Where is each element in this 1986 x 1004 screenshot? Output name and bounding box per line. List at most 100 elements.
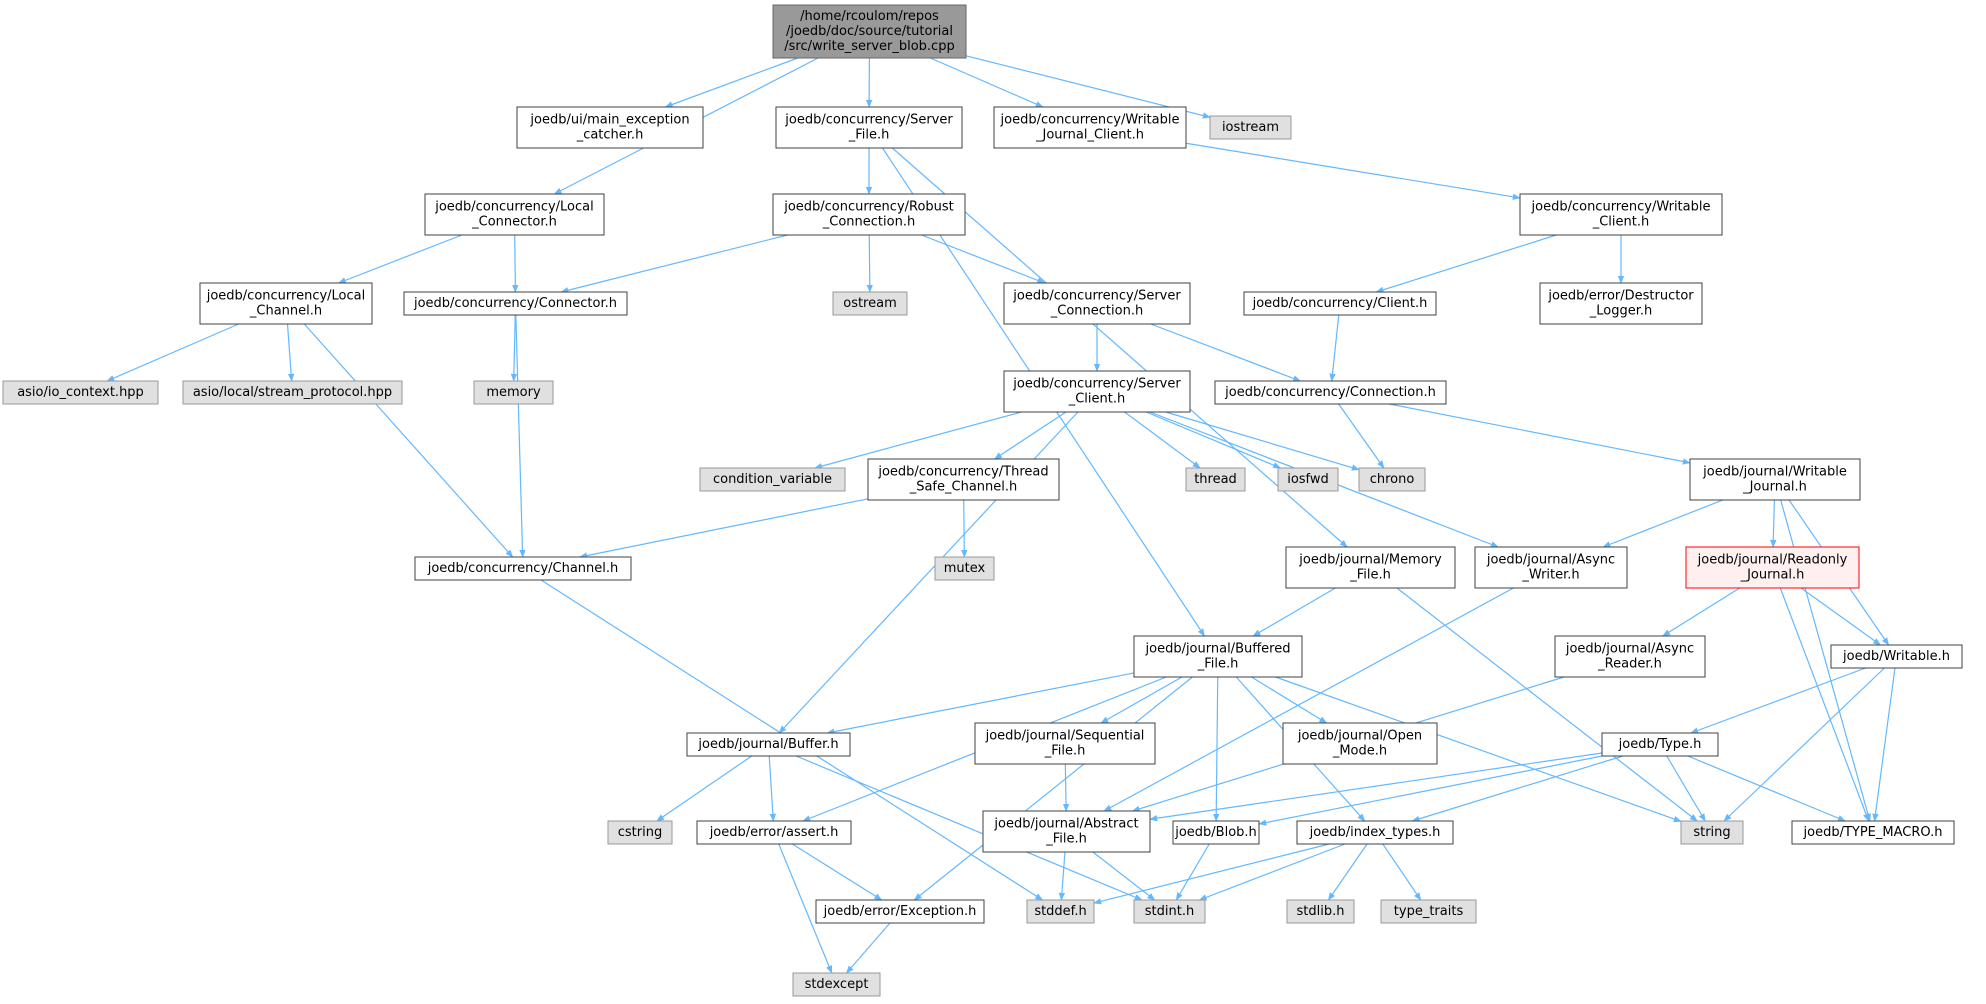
node-box bbox=[473, 380, 554, 405]
edge-writable-to-string bbox=[1723, 667, 1885, 822]
edge-readonly_journal-to-writable bbox=[1800, 587, 1882, 646]
node-label: joedb/concurrency/Robust bbox=[783, 200, 954, 215]
node-label: ostream bbox=[843, 296, 897, 311]
edge-thread_safe_channel-to-channel bbox=[579, 498, 869, 559]
node-main-exception[interactable]: joedb/ui/main_exception_catcher.h bbox=[516, 106, 704, 149]
node-label: _Connection.h bbox=[822, 215, 915, 230]
node-label: joedb/Blob.h bbox=[1174, 825, 1257, 840]
node-thread: thread bbox=[1185, 467, 1246, 492]
node-label: joedb/error/assert.h bbox=[709, 825, 839, 840]
node-buffered-file[interactable]: joedb/journal/Buffered_File.h bbox=[1133, 635, 1303, 678]
node-label: joedb/error/Destructor bbox=[1547, 289, 1694, 304]
node-box bbox=[182, 380, 403, 405]
node-box bbox=[1474, 546, 1628, 589]
node-box bbox=[1791, 820, 1955, 845]
node-box bbox=[1380, 899, 1477, 924]
node-assert[interactable]: joedb/error/assert.h bbox=[696, 820, 852, 845]
node-type-macro[interactable]: joedb/TYPE_MACRO.h bbox=[1791, 820, 1955, 845]
node-abstract-file[interactable]: joedb/journal/Abstract_File.h bbox=[982, 810, 1151, 853]
edge-index_types-to-type_traits bbox=[1382, 843, 1422, 901]
node-box bbox=[686, 732, 851, 757]
edge-readonly_journal-to-type_macro bbox=[1779, 587, 1870, 822]
edge-server_client-to-thread bbox=[1124, 411, 1201, 469]
node-box bbox=[1185, 467, 1246, 492]
edge-type-to-index_types bbox=[1411, 755, 1623, 822]
node-writable-journal-client[interactable]: joedb/concurrency/Writable_Journal_Clien… bbox=[993, 106, 1187, 149]
node-label: _Writer.h bbox=[1521, 568, 1579, 583]
node-box bbox=[1689, 458, 1861, 501]
edge-connection-to-writable_journal bbox=[1389, 403, 1691, 465]
node-box bbox=[772, 4, 967, 59]
node-buffer[interactable]: joedb/journal/Buffer.h bbox=[686, 732, 851, 757]
node-label: joedb/ui/main_exception bbox=[529, 113, 689, 128]
edge-buffered_file-to-exception bbox=[913, 676, 1193, 901]
node-box bbox=[699, 467, 846, 492]
node-iostream: iostream bbox=[1209, 115, 1292, 140]
node-label: joedb/index_types.h bbox=[1309, 825, 1441, 840]
node-async-writer[interactable]: joedb/journal/Async_Writer.h bbox=[1474, 546, 1628, 589]
node-box bbox=[1133, 899, 1206, 924]
node-local-connector[interactable]: joedb/concurrency/Local_Connector.h bbox=[424, 193, 605, 236]
node-async-reader[interactable]: joedb/journal/Async_Reader.h bbox=[1554, 635, 1706, 678]
node-string: string bbox=[1680, 820, 1744, 845]
edge-buffer-to-cstring bbox=[656, 755, 753, 822]
edge-local_connector-to-connector bbox=[512, 234, 519, 293]
node-local-channel[interactable]: joedb/concurrency/Local_Channel.h bbox=[199, 282, 373, 325]
edge-index_types-to-stdint bbox=[1198, 843, 1346, 901]
node-robust-connection[interactable]: joedb/concurrency/Robust_Connection.h bbox=[772, 193, 966, 236]
node-box bbox=[414, 556, 632, 581]
node-memory: memory bbox=[473, 380, 554, 405]
node-label: joedb/concurrency/Local bbox=[206, 289, 366, 304]
node-readonly-journal[interactable]: joedb/journal/Readonly_Journal.h bbox=[1685, 546, 1860, 589]
edge-index_types-to-stddef bbox=[1093, 843, 1330, 905]
edge-blob-to-stdint bbox=[1175, 843, 1210, 901]
node-destructor-logger[interactable]: joedb/error/Destructor_Logger.h bbox=[1539, 282, 1703, 325]
node-exception[interactable]: joedb/error/Exception.h bbox=[815, 899, 985, 924]
node-label: cstring bbox=[618, 825, 662, 840]
node-label: /joedb/doc/source/tutorial bbox=[786, 24, 953, 39]
node-label: joedb/concurrency/Connection.h bbox=[1224, 385, 1436, 400]
node-box bbox=[1519, 193, 1723, 236]
node-label: asio/io_context.hpp bbox=[17, 385, 144, 400]
edge-type-to-string bbox=[1666, 755, 1706, 822]
node-asio-io: asio/io_context.hpp bbox=[2, 380, 159, 405]
node-server-client[interactable]: joedb/concurrency/Server_Client.h bbox=[1003, 370, 1191, 413]
node-client[interactable]: joedb/concurrency/Client.h bbox=[1243, 291, 1437, 316]
node-label: condition_variable bbox=[713, 472, 832, 487]
node-writable-journal[interactable]: joedb/journal/Writable_Journal.h bbox=[1689, 458, 1861, 501]
node-label: joedb/journal/Abstract bbox=[993, 817, 1138, 832]
node-box bbox=[1026, 899, 1095, 924]
node-root[interactable]: /home/rcoulom/repos/joedb/doc/source/tut… bbox=[772, 4, 967, 59]
node-thread-safe-channel[interactable]: joedb/concurrency/Thread_Safe_Channel.h bbox=[867, 458, 1060, 501]
node-label: joedb/journal/Async bbox=[1486, 553, 1615, 568]
node-blob[interactable]: joedb/Blob.h bbox=[1172, 820, 1260, 845]
node-box bbox=[1214, 380, 1447, 405]
node-channel[interactable]: joedb/concurrency/Channel.h bbox=[414, 556, 632, 581]
edge-buffered_file-to-sequential_file bbox=[1100, 676, 1183, 724]
node-index-types[interactable]: joedb/index_types.h bbox=[1296, 820, 1454, 845]
node-label: iostream bbox=[1222, 120, 1279, 135]
node-open-mode[interactable]: joedb/journal/Open_Mode.h bbox=[1282, 722, 1438, 765]
edge-buffered_file-to-open_mode bbox=[1251, 676, 1328, 724]
edge-abstract_file-to-stddef bbox=[1058, 851, 1066, 901]
node-label: _Journal.h bbox=[1740, 568, 1805, 583]
node-label: asio/local/stream_protocol.hpp bbox=[193, 385, 392, 400]
node-connector[interactable]: joedb/concurrency/Connector.h bbox=[403, 291, 628, 316]
node-sequential-file[interactable]: joedb/journal/Sequential_File.h bbox=[974, 722, 1156, 765]
node-server-file[interactable]: joedb/concurrency/Server_File.h bbox=[775, 106, 963, 149]
node-connection[interactable]: joedb/concurrency/Connection.h bbox=[1214, 380, 1447, 405]
node-type[interactable]: joedb/Type.h bbox=[1601, 732, 1719, 757]
node-writable[interactable]: joedb/Writable.h bbox=[1830, 644, 1963, 669]
edge-buffered_file-to-string bbox=[1275, 676, 1682, 823]
edge-robust_connection-to-ostream bbox=[866, 234, 873, 293]
node-writable-client[interactable]: joedb/concurrency/Writable_Client.h bbox=[1519, 193, 1723, 236]
node-label: mutex bbox=[944, 561, 986, 576]
node-label: type_traits bbox=[1394, 904, 1464, 919]
node-box bbox=[1358, 467, 1426, 492]
edge-memory_file-to-string bbox=[1396, 587, 1698, 822]
node-memory-file[interactable]: joedb/journal/Memory_File.h bbox=[1285, 546, 1456, 589]
node-label: _Journal.h bbox=[1742, 480, 1807, 495]
node-server-connection[interactable]: joedb/concurrency/Server_Connection.h bbox=[1003, 282, 1191, 325]
edge-buffer-to-assert bbox=[768, 755, 777, 822]
